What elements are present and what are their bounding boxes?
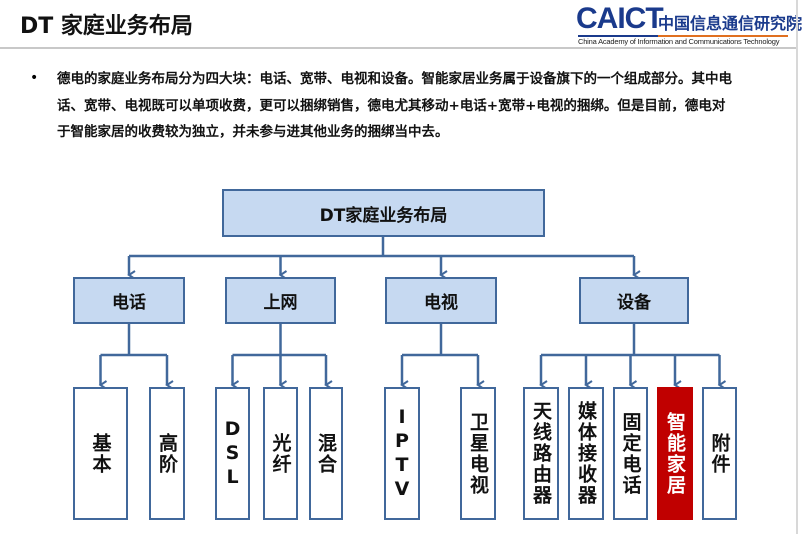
leaf-label: 基本: [89, 432, 112, 475]
category-box: 电视: [385, 277, 497, 324]
logo-wordmark: CAICT: [576, 2, 664, 35]
leaf-box: 光纤: [263, 387, 298, 520]
leaf-box: IPTV: [384, 387, 420, 520]
leaf-box: 卫星电视: [460, 387, 496, 520]
leaf-label: 媒体接收器: [575, 401, 597, 506]
category-box: 设备: [579, 277, 689, 324]
leaf-box: DSL: [215, 387, 250, 520]
leaf-label: 光纤: [269, 432, 292, 475]
root-box: DT家庭业务布局: [222, 189, 545, 237]
leaf-box: 固定电话: [613, 387, 648, 520]
leaf-box: 混合: [309, 387, 343, 520]
leaf-label: IPTV: [391, 405, 413, 502]
body-text: 德电的家庭业务布局分为四大块：电话、宽带、电视和设备。智能家居业务属于设备旗下的…: [57, 71, 732, 141]
category-box: 上网: [225, 277, 336, 324]
leaf-box: 天线路由器: [523, 387, 559, 520]
leaf-label: DSL: [221, 417, 244, 490]
leaf-label: 固定电话: [619, 411, 642, 496]
leaf-box: 附件: [702, 387, 737, 520]
leaf-label: 附件: [708, 432, 731, 475]
logo-chinese-name: 中国信息通信研究院: [658, 14, 803, 33]
category-label: 设备: [617, 293, 651, 313]
leaf-label: 卫星电视: [467, 411, 489, 496]
leaf-label: 高阶: [156, 432, 178, 475]
highlighted-leaf-box: 智能家居: [657, 387, 693, 520]
category-label: 上网: [263, 293, 298, 313]
root-label: DT家庭业务布局: [319, 205, 448, 226]
category-label: 电话: [112, 293, 146, 313]
bullet-icon: •: [30, 70, 39, 86]
leaf-box: 基本: [73, 387, 128, 520]
logo-bar: [578, 35, 788, 37]
leaf-box: 媒体接收器: [568, 387, 604, 520]
header-divider: [0, 47, 797, 49]
page-title: DT 家庭业务布局: [20, 14, 193, 39]
leaf-label: 天线路由器: [530, 401, 552, 506]
category-label: 电视: [424, 293, 458, 313]
category-box: 电话: [73, 277, 185, 324]
leaf-box: 高阶: [149, 387, 185, 520]
logo-english-name: China Academy of Information and Communi…: [578, 37, 780, 46]
leaf-label: 混合: [315, 432, 337, 475]
right-border: [796, 0, 798, 534]
caict-logo: CAICT 中国信息通信研究院 China Academy of Informa…: [576, 2, 802, 46]
leaf-label: 智能家居: [664, 411, 686, 496]
